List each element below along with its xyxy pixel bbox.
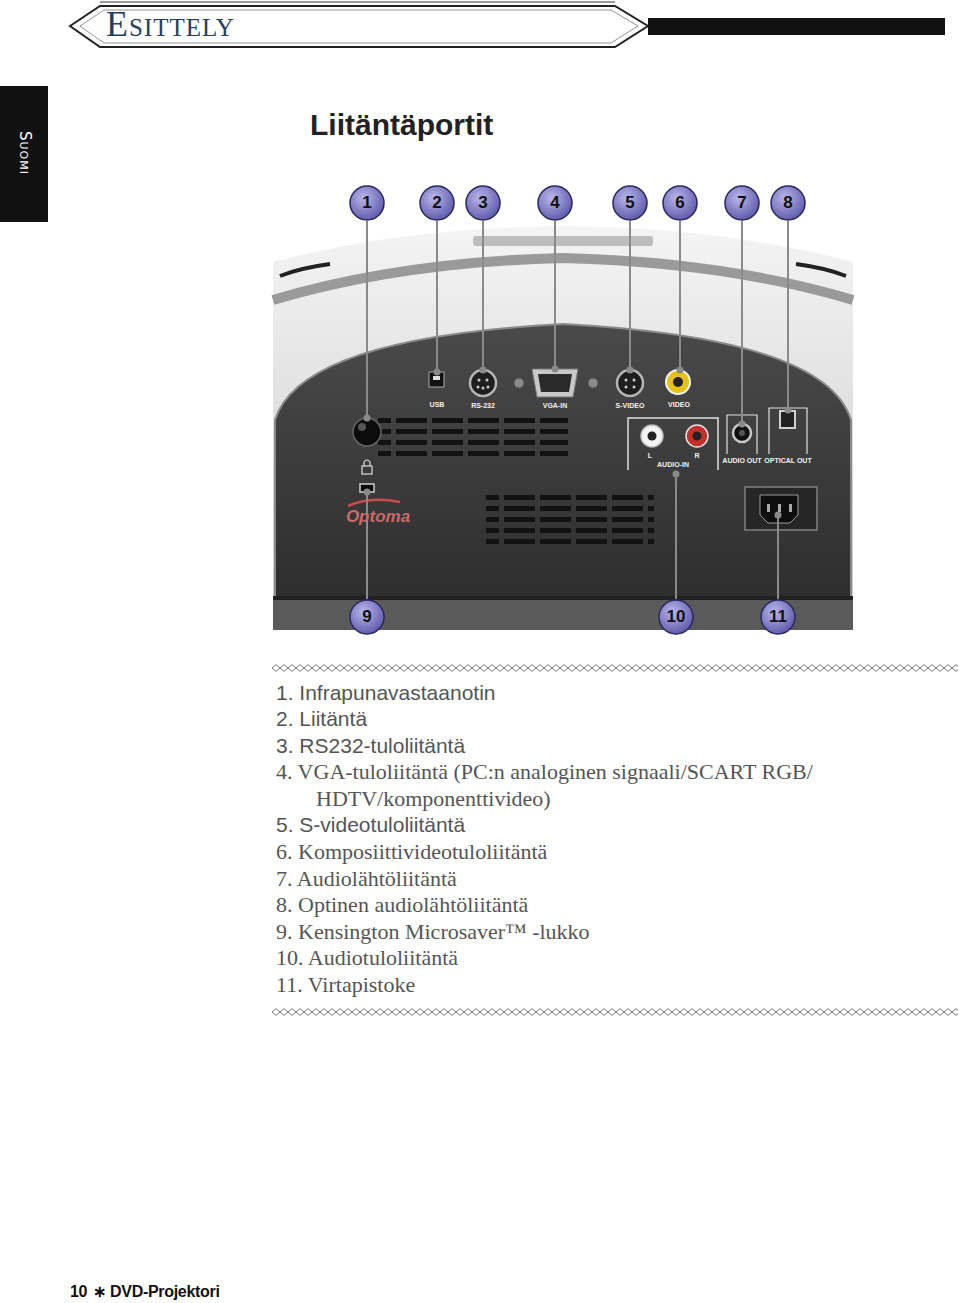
port-label: OPTICAL OUT — [764, 457, 811, 465]
language-tab — [0, 86, 48, 222]
callout-number: 7 — [737, 193, 746, 213]
brand-logo: Optoma — [346, 507, 410, 527]
callout-number: 5 — [625, 193, 634, 213]
list-item: 6. Komposiittivideotuloliitäntä — [276, 839, 547, 864]
port-label: USB — [430, 401, 445, 409]
list-item: 9. Kensington Microsaver™ -lukko — [276, 919, 590, 944]
list-item: 7. Audiolähtöliitäntä — [276, 866, 457, 891]
port-label: VGA-IN — [543, 402, 568, 410]
footer-title: DVD-Projektori — [110, 1283, 220, 1301]
callout-number: 1 — [362, 193, 371, 213]
page-number: 10 — [70, 1283, 87, 1301]
list-item: 11. Virtapistoke — [276, 972, 415, 997]
projector-rear-photo — [273, 195, 853, 630]
port-label: AUDIO-IN — [657, 461, 689, 469]
list-item: 3. RS232-tuloliitäntä — [276, 734, 465, 758]
callout-number: 6 — [675, 193, 684, 213]
callout-number: 2 — [432, 193, 441, 213]
port-label: L — [648, 452, 652, 460]
zigzag-rule — [272, 664, 958, 672]
list-item: 4. VGA-tuloliitäntä (PC:n analoginen sig… — [276, 759, 941, 812]
list-item: 1. Infrapunavastaanotin — [276, 681, 496, 705]
port-label: AUDIO OUT — [722, 457, 761, 465]
port-label: VIDEO — [668, 401, 690, 409]
callout-number: 11 — [769, 607, 787, 627]
header-ribbon — [70, 2, 945, 47]
leader-lines — [365, 221, 791, 599]
callout-number: 8 — [783, 193, 792, 213]
list-item: 5. S-videotuloliitäntä — [276, 813, 465, 837]
list-item: 10. Audiotuloliitäntä — [276, 945, 458, 970]
footer-separator: ∗ — [93, 1283, 106, 1301]
port-label: RS-232 — [471, 402, 495, 410]
callout-number: 9 — [362, 607, 371, 627]
list-item: 2. Liitäntä — [276, 707, 367, 731]
zigzag-rule — [272, 1008, 958, 1016]
callout-bubbles — [350, 186, 805, 634]
list-item: 8. Optinen audiolähtöliitäntä — [276, 892, 528, 917]
language-tab-label: Suomi — [15, 131, 32, 175]
section-header: Esittely — [106, 4, 235, 45]
callout-number: 3 — [478, 193, 487, 213]
page-title: Liitäntäportit — [310, 108, 493, 143]
port-label: S-VIDEO — [616, 402, 645, 410]
callout-number: 4 — [550, 193, 559, 213]
port-label: R — [694, 452, 699, 460]
callout-number: 10 — [667, 607, 686, 627]
